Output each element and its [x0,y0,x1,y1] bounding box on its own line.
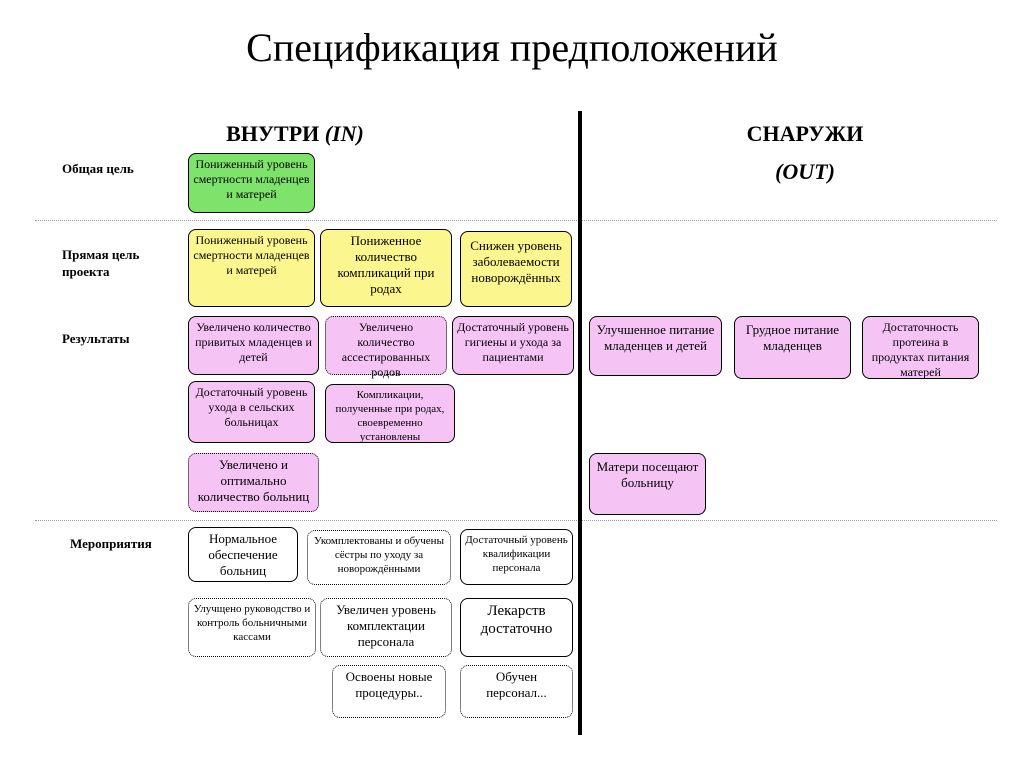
row-divider [35,520,997,521]
box-text: Освоены новые процедуры.. [345,669,433,700]
box-text: Компликации, полученные при родах, своев… [335,389,445,443]
box-result: Увеличено и оптимально количество больни… [188,453,319,512]
box-text: Пониженный уровень смертности младенцев … [193,157,310,201]
box-text: Увеличено и оптимально количество больни… [197,457,310,504]
box-outside-result: Достаточность протеина в продуктах питан… [862,316,979,379]
box-text: Увеличен уровень комплектации персонала [336,602,436,649]
row-label-project-goal: Прямая цель проекта [62,246,139,280]
row-label-results: Результаты [62,331,130,346]
box-purpose: Снижен уровень заболеваемости новорождён… [460,231,572,307]
page-title: Спецификация предположений [246,25,778,70]
in-out-divider [578,111,582,735]
box-outside-result: Улучшенное питание младенцев и детей [589,316,722,376]
box-text: Достаточный уровень гигиены и ухода за п… [457,320,569,364]
box-result: Достаточный уровень гигиены и ухода за п… [452,316,574,375]
row-label-project-goal-line1: Прямая цель [62,247,140,262]
box-text: Пониженный уровень смертности младенцев … [193,233,310,277]
box-text: Улучшенное питание младенцев и детей [596,322,715,353]
box-text: Достаточный уровень ухода в сельских бол… [195,385,308,429]
box-text: Обучен персонал... [486,669,547,700]
box-text: Увеличено количество привитых младенцев … [195,320,312,364]
box-text: Лекарств достаточно [480,603,553,637]
box-result: Увеличено количество привитых младенцев … [188,316,319,375]
box-activity: Нормальное обеспечение больниц [188,527,298,582]
box-text: Увеличено количество ассестированных род… [341,320,431,379]
box-activity: Укомплектованы и обучены сёстры по уходу… [307,530,451,585]
column-inside-label: ВНУТРИ [226,121,320,146]
box-text: Улучщено руководство и контроль больничн… [193,603,311,643]
row-label-project-goal-line2: проекта [62,264,110,279]
box-activity: Увеличен уровень комплектации персонала [320,598,452,657]
box-text: Матери посещают больницу [596,459,699,490]
box-text: Грудное питание младенцев [745,322,840,353]
column-outside-code: (OUT) [775,159,835,184]
column-header-inside: ВНУТРИ (IN) [190,121,400,147]
row-label-general-goal: Общая цель [62,161,134,176]
box-text: Достаточность протеина в продуктах питан… [871,320,970,379]
box-purpose: Пониженный уровень смертности младенцев … [188,229,315,307]
column-outside-label: СНАРУЖИ [746,121,864,146]
box-result: Достаточный уровень ухода в сельских бол… [188,381,315,443]
box-activity: Лекарств достаточно [460,598,573,657]
box-text: Снижен уровень заболеваемости новорождён… [470,238,562,285]
box-activity: Освоены новые процедуры.. [332,665,446,718]
box-text: Достаточный уровень квалификации персона… [465,534,568,574]
box-text: Укомплектованы и обучены сёстры по уходу… [314,535,444,575]
box-general-goal: Пониженный уровень смертности младенцев … [188,153,315,213]
box-result: Увеличено количество ассестированных род… [325,316,447,379]
box-result: Компликации, полученные при родах, своев… [325,384,455,443]
box-text: Пониженное количество компликаций при ро… [337,233,435,296]
box-activity: Улучщено руководство и контроль больничн… [188,598,316,657]
box-purpose: Пониженное количество компликаций при ро… [320,229,452,307]
column-header-outside: СНАРУЖИ (OUT) [700,121,910,185]
box-outside-result: Матери посещают больницу [589,453,706,515]
box-text: Нормальное обеспечение больниц [208,531,278,578]
box-activity: Обучен персонал... [460,665,573,718]
row-divider [35,220,997,221]
column-inside-code: (IN) [324,121,364,146]
box-activity: Достаточный уровень квалификации персона… [460,529,573,585]
box-outside-result: Грудное питание младенцев [734,316,851,379]
row-label-activities: Мероприятия [70,536,152,551]
